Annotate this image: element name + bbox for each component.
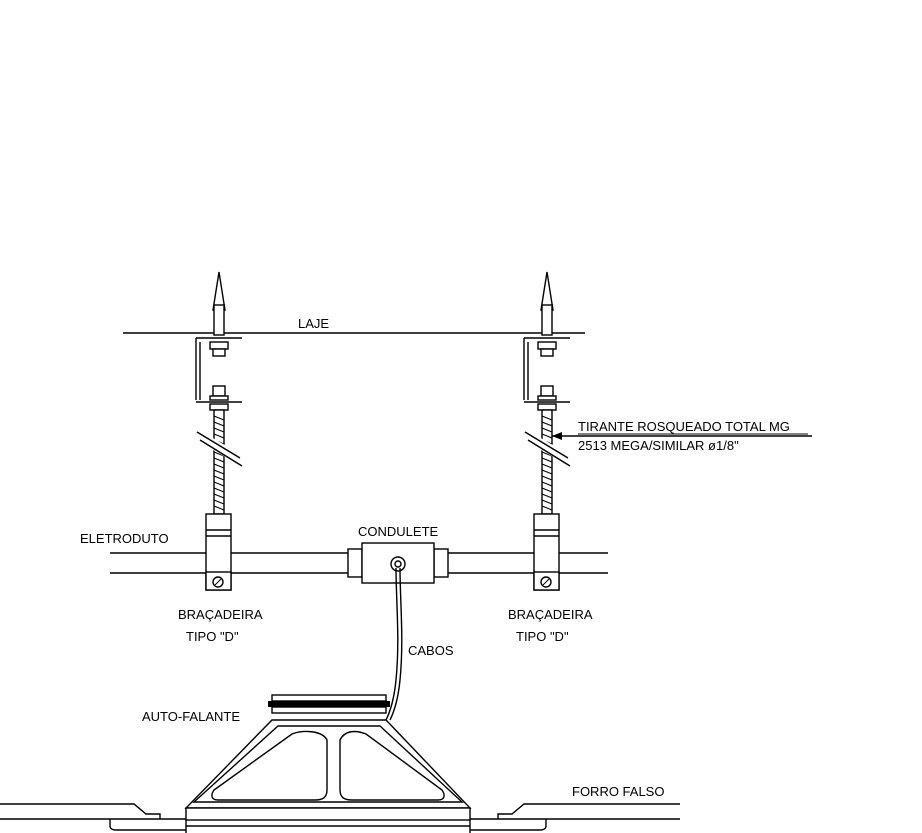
condulete-box bbox=[347, 542, 449, 584]
left-hanger bbox=[195, 271, 243, 591]
speaker-magnet-bottom bbox=[271, 706, 387, 714]
left-clamp-screw-slot bbox=[214, 578, 222, 586]
left-nut-upper bbox=[209, 341, 229, 350]
right-break-gap bbox=[526, 432, 570, 464]
label-eletroduto: ELETRODUTO bbox=[80, 531, 169, 546]
left-anchor-tip bbox=[212, 271, 226, 311]
speaker bbox=[184, 694, 472, 833]
condulete-outlet bbox=[390, 556, 406, 572]
speaker-rim bbox=[185, 807, 471, 821]
right-break-line-1 bbox=[524, 431, 569, 459]
ceiling-clip-right bbox=[497, 803, 536, 819]
right-anchor-body bbox=[541, 304, 553, 336]
left-nut-bottom bbox=[209, 403, 229, 411]
false-ceiling bbox=[0, 803, 680, 831]
right-hanger bbox=[523, 271, 571, 591]
left-washer bbox=[209, 395, 229, 401]
label-forro-falso: FORRO FALSO bbox=[572, 784, 664, 799]
cable-1 bbox=[385, 567, 399, 721]
right-anchor-tip bbox=[540, 271, 554, 311]
speaker-window-right bbox=[339, 730, 445, 801]
label-condulete: CONDULETE bbox=[358, 524, 439, 539]
right-nut-bottom bbox=[537, 403, 557, 411]
right-clamp-screw-slot bbox=[542, 578, 550, 586]
condulete-outlet-inner bbox=[394, 560, 402, 568]
right-nut-upper bbox=[537, 341, 557, 350]
ceiling-frame-right bbox=[470, 819, 547, 831]
right-nut-lower bbox=[540, 385, 554, 397]
speaker-window-left bbox=[211, 730, 328, 801]
left-break-line-1 bbox=[196, 431, 241, 459]
right-break-line-2 bbox=[527, 439, 571, 467]
label-auto-falante: AUTO-FALANTE bbox=[142, 709, 240, 724]
left-break-gap bbox=[198, 432, 242, 464]
label-laje: LAJE bbox=[298, 316, 329, 331]
label-tirante-1: TIRANTE ROSQUEADO TOTAL MG bbox=[578, 419, 790, 434]
ceiling-clip-left bbox=[122, 803, 161, 819]
left-nut-upper-2 bbox=[212, 348, 226, 357]
speaker-magnet-band bbox=[268, 701, 390, 707]
condulete-left-hub bbox=[347, 548, 363, 578]
left-nut-lower bbox=[212, 385, 226, 397]
label-bracadeira-right-1: BRAÇADEIRA bbox=[508, 607, 593, 622]
right-washer bbox=[537, 395, 557, 401]
label-bracadeira-right-2: TIPO "D" bbox=[516, 629, 569, 644]
label-bracadeira-left-1: BRAÇADEIRA bbox=[178, 607, 263, 622]
left-anchor-body bbox=[213, 304, 225, 336]
label-bracadeira-left-2: TIPO "D" bbox=[186, 629, 239, 644]
cable-2 bbox=[389, 567, 403, 721]
label-cabos: CABOS bbox=[408, 643, 454, 658]
label-tirante-2: 2513 MEGA/SIMILAR ø1/8" bbox=[578, 438, 739, 453]
conduit bbox=[110, 552, 608, 574]
speaker-frame-inner bbox=[192, 725, 464, 803]
tirante-leader-arrow bbox=[552, 432, 562, 440]
ceiling-frame-left bbox=[109, 819, 186, 831]
condulete-right-hub bbox=[433, 548, 449, 578]
speaker-frame bbox=[184, 719, 472, 809]
right-nut-upper-2 bbox=[540, 348, 554, 357]
speaker-magnet-top bbox=[271, 694, 387, 702]
left-break-line-2 bbox=[199, 439, 243, 467]
